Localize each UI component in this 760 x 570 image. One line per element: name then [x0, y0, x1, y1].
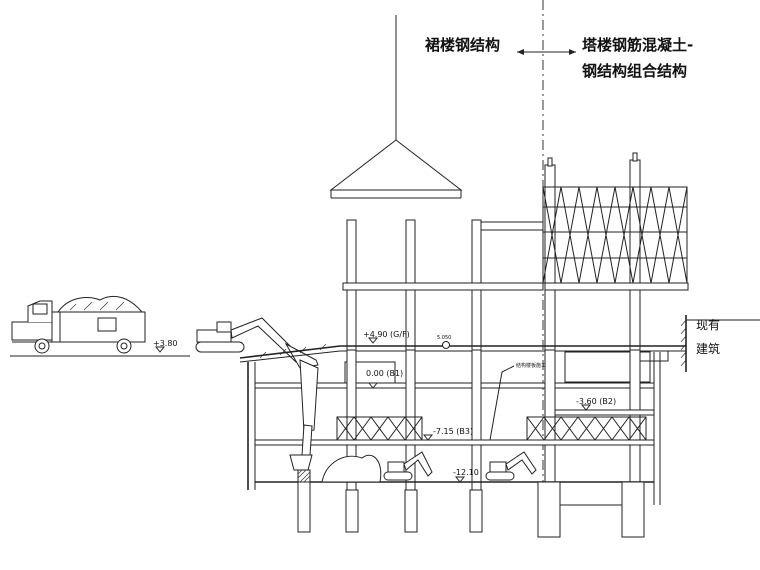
tower-label-line2: 钢结构组合结构: [582, 62, 687, 80]
gf-elevation-marker: [367, 337, 379, 344]
soil-pile: [321, 454, 382, 483]
slab-construction-note: 结构楼板施工: [516, 362, 546, 369]
b1-elevation-marker: [367, 382, 379, 389]
foundation-piles: [297, 481, 645, 538]
note-leader-line: [489, 365, 515, 441]
b2-elevation: -3.60 (B2): [576, 397, 616, 406]
b3-slab: [254, 439, 655, 446]
long-reach-arm: [289, 359, 319, 471]
existing-building-label-line2: 建筑: [696, 341, 720, 356]
b2-elevation-marker: [580, 404, 592, 411]
b1-elevation: 0.00 (B1): [366, 369, 403, 378]
basement-excavator-left: [383, 451, 433, 481]
basement-walls: [247, 352, 661, 505]
basement-truss-left: [336, 416, 423, 441]
survey-marker-icon: [442, 341, 450, 349]
b3-elevation: -7.15 (B3): [433, 427, 473, 436]
b3-elevation-marker: [422, 434, 434, 441]
b2-slab: [554, 409, 655, 416]
bottom-elevation: -12.10: [453, 468, 479, 477]
gf-elevation: +4.90 (G/F): [363, 330, 410, 339]
tower-truss: [542, 186, 688, 284]
ground-elevation: +3.80: [153, 339, 178, 348]
division-arrow: [517, 49, 576, 55]
existing-building-label-line1: 现有: [696, 318, 720, 332]
basement-excavator-right: [485, 451, 537, 481]
bottom-elevation-marker: [454, 476, 466, 483]
dump-truck: [11, 296, 146, 354]
b1-slab: [254, 351, 655, 389]
roof-pyramid: [329, 15, 463, 199]
basement-truss-right: [526, 416, 647, 441]
podium-label: 裙楼钢结构: [425, 36, 500, 54]
ground-elevation-marker: [154, 346, 166, 353]
existing-building: [680, 315, 760, 372]
survey-marker-value: 5.050: [437, 335, 451, 341]
tower-label-line1: 塔楼钢筋混凝土-: [582, 36, 693, 54]
